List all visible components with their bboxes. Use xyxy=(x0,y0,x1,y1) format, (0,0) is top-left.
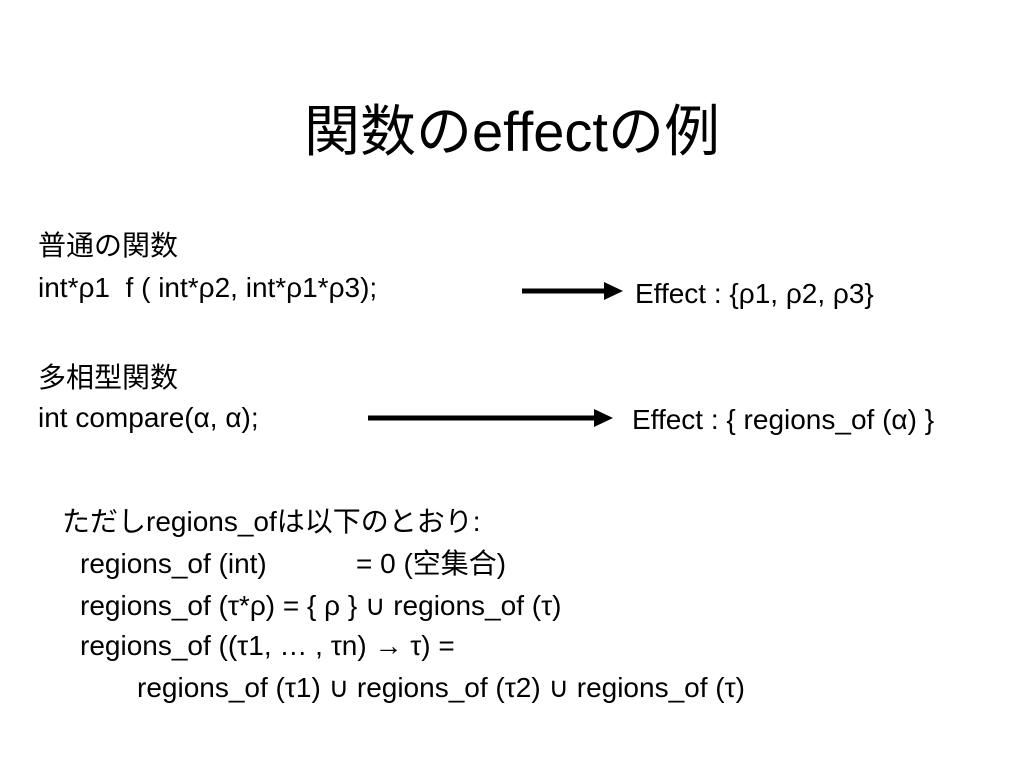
rule-int-rhs: = 0 (空集合) xyxy=(356,548,507,579)
polymorphic-effect-arrow-icon xyxy=(368,409,613,427)
rule-pointer: regions_of (τ*ρ) = { ρ } ∪ regions_of (τ… xyxy=(80,590,562,621)
normal-function-heading: 普通の関数 xyxy=(38,230,179,261)
rule-function-continuation: regions_of (τ1) ∪ regions_of (τ2) ∪ regi… xyxy=(137,672,745,703)
rule-function: regions_of ((τ1, … , τn) → τ) = xyxy=(80,630,455,661)
normal-function-signature: int*ρ1 f ( int*ρ2, int*ρ1*ρ3); xyxy=(38,272,378,303)
slide-title: 関数のeffectの例 xyxy=(304,100,720,163)
rule-int-lhs: regions_of (int) xyxy=(80,548,267,579)
normal-function-effect: Effect : {ρ1, ρ2, ρ3} xyxy=(635,278,874,309)
definition-intro: ただしregions_ofは以下のとおり: xyxy=(62,506,481,537)
polymorphic-function-heading: 多相型関数 xyxy=(38,362,179,393)
polymorphic-function-signature: int compare(α, α); xyxy=(38,402,259,433)
polymorphic-function-effect: Effect : { regions_of (α) } xyxy=(632,404,935,435)
normal-effect-arrow-icon xyxy=(522,282,623,300)
